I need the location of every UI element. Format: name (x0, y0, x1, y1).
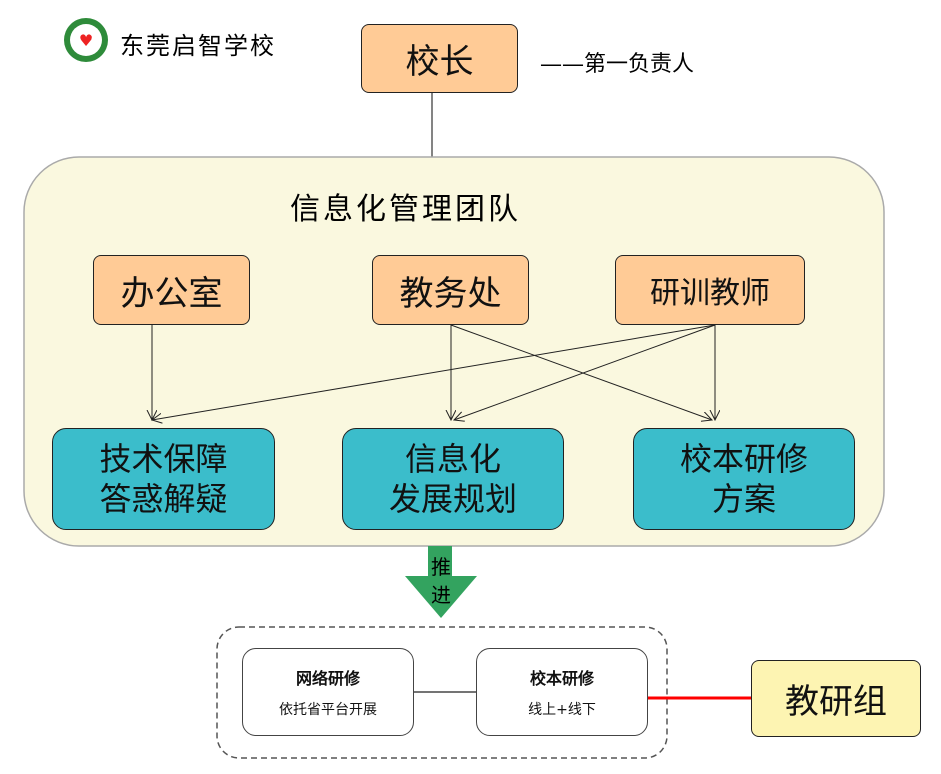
push-char: 推 (431, 555, 451, 579)
task-line: 信息化 (404, 440, 501, 478)
push-label: 推进 (430, 553, 452, 609)
school-logo: ♥ (64, 18, 108, 62)
box-title: 网络研修 (295, 669, 360, 688)
school-training-box: 校本研修线上+线下 (476, 648, 648, 736)
arrow (450, 324, 712, 420)
task-line: 答惑解疑 (99, 480, 228, 518)
dept-academic: 教务处 (372, 255, 529, 325)
arrow (454, 324, 716, 420)
school-name: 东莞启智学校 (120, 32, 276, 60)
training-group (216, 626, 668, 759)
task-tech-support: 技术保障答惑解疑 (52, 428, 275, 530)
box-title: 校本研修 (529, 669, 594, 688)
team-title: 信息化管理团队 (290, 192, 521, 227)
task-line: 方案 (711, 480, 776, 518)
dept-office: 办公室 (93, 255, 250, 325)
principal-note: ——第一负责人 (540, 52, 695, 77)
principal-box: 校长 (361, 24, 518, 93)
dept-training-teachers: 研训教师 (615, 255, 805, 325)
box-subtitle: 线上+线下 (528, 702, 596, 718)
task-it-plan: 信息化发展规划 (342, 428, 564, 530)
box-subtitle: 依托省平台开展 (279, 702, 377, 718)
task-line: 发展规划 (388, 480, 517, 518)
task-line: 校本研修 (679, 440, 808, 478)
heart-icon: ♥ (70, 24, 102, 56)
task-school-training: 校本研修方案 (633, 428, 855, 530)
online-training-box: 网络研修依托省平台开展 (242, 648, 414, 736)
push-char: 进 (431, 583, 451, 607)
arrow (152, 324, 716, 420)
research-group-box: 教研组 (751, 660, 921, 737)
task-line: 技术保障 (99, 440, 228, 478)
push-arrow (405, 546, 477, 618)
